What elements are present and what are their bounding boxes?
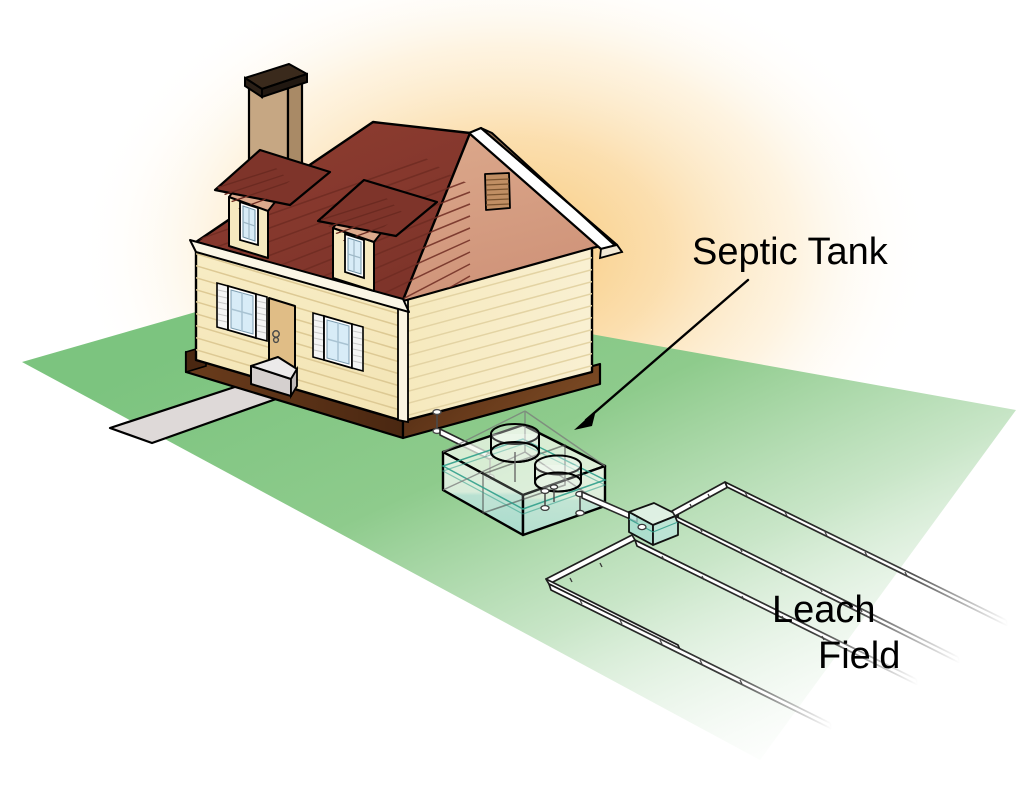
dormer-left-roof (213, 148, 332, 207)
leach-field-callout: Leach Field (772, 589, 900, 677)
house (184, 63, 624, 440)
corner-trim (397, 296, 409, 424)
shutter-right-2 (351, 322, 364, 373)
tank-riser-left (490, 423, 540, 482)
tank-liquid-level (441, 438, 607, 515)
septic-tank-leader-line (584, 278, 750, 422)
septic-tank-arrowhead (574, 410, 596, 430)
eave-soffit-right (598, 243, 624, 260)
door-knob-icon (272, 330, 280, 344)
septic-tank (441, 410, 638, 537)
tank-riser-right (534, 454, 582, 493)
tank-baffle-tee (540, 484, 559, 512)
dormer-right (316, 178, 439, 292)
dormer-left (213, 148, 332, 259)
gable-vent-icon (484, 172, 511, 211)
dormer-right-window (344, 232, 365, 280)
leach-loop-lower (545, 534, 919, 730)
eave-fascia-front (189, 239, 410, 313)
septic-tank-callout: Septic Tank (574, 231, 889, 430)
side-wall-siding-lines (403, 255, 592, 419)
shutter-left-2 (255, 292, 268, 343)
dormer-left-window (239, 200, 259, 247)
leach-loop-upper (671, 481, 1009, 664)
front-step (250, 356, 298, 400)
septic-tank-label: Septic Tank (692, 231, 889, 273)
distribution-box (628, 502, 679, 546)
leach-field-label-line1: Leach (772, 589, 876, 631)
leach-field (545, 481, 1009, 730)
leach-field-label-line2: Field (818, 635, 900, 677)
front-window-right (312, 311, 364, 373)
front-window-left (216, 281, 268, 343)
